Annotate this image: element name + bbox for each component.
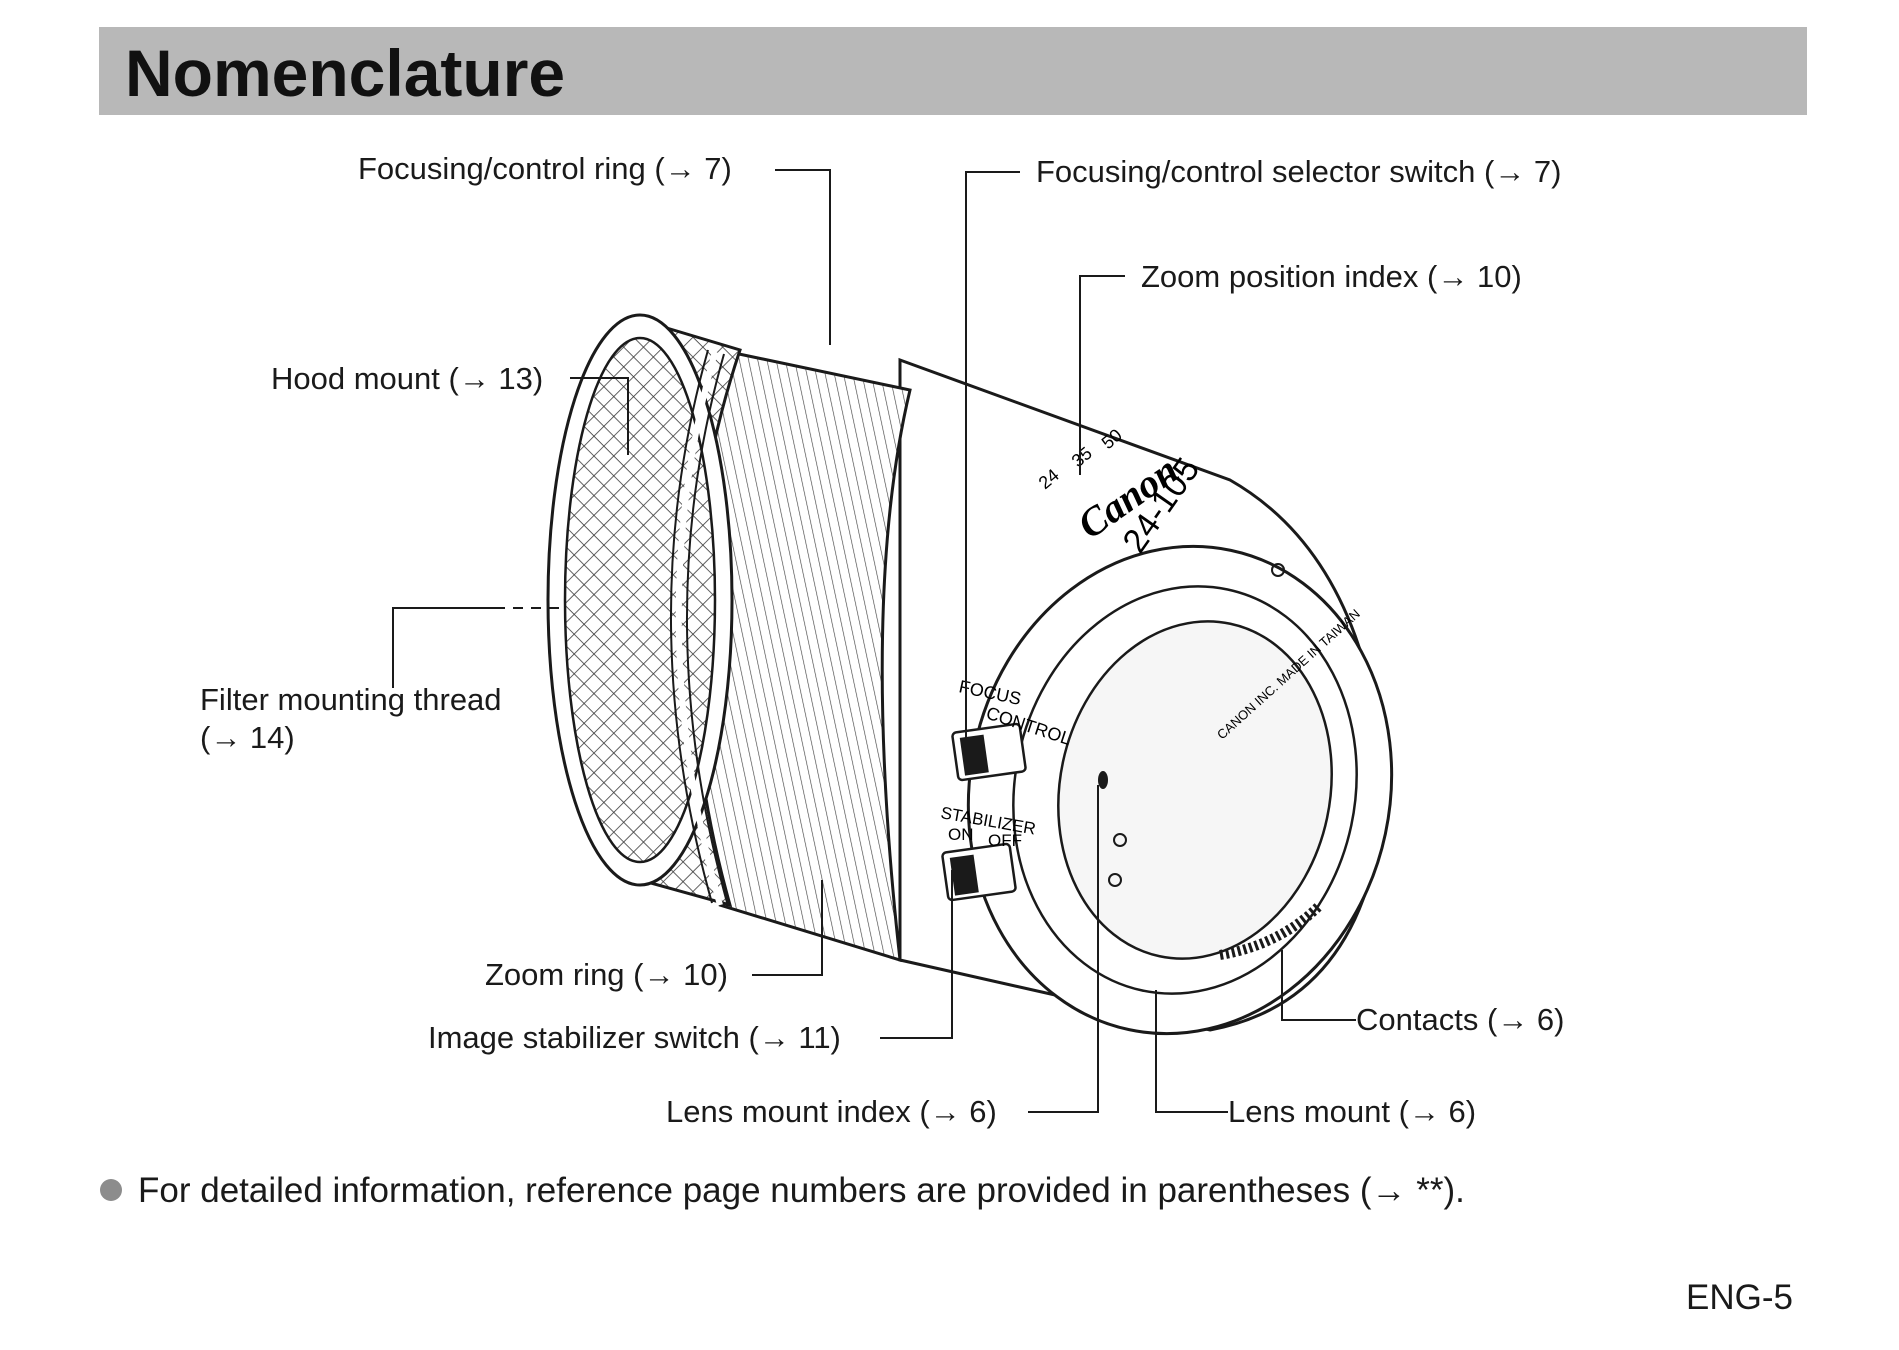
label-contacts: Contacts (→ 6) — [1356, 1002, 1565, 1037]
on-marking: ON — [948, 825, 974, 844]
leader-stabilizer-switch — [880, 870, 953, 1039]
leader-filter-thread — [392, 607, 495, 688]
leader-lines — [392, 169, 1356, 1113]
label-zoom-ring: Zoom ring (→ 10) — [485, 957, 728, 992]
focus-control-switch — [951, 722, 1027, 782]
label-selector-switch: Focusing/control selector switch (→ 7) — [1036, 154, 1562, 189]
reference-note-text: For detailed information, reference page… — [138, 1171, 1465, 1210]
leader-lens-mount — [1155, 990, 1228, 1113]
contacts-strip — [1219, 901, 1324, 960]
label-lens-mount-index: Lens mount index (→ 6) — [666, 1094, 997, 1129]
lens-mount-flange — [966, 544, 1394, 1036]
page-number: ENG-5 — [1686, 1278, 1793, 1317]
leader-lens-mount-index — [1028, 785, 1099, 1113]
leader-contacts — [1281, 950, 1356, 1021]
lens-mount-index-dot — [1098, 771, 1108, 789]
label-filter-thread-line1: Filter mounting thread — [200, 682, 502, 717]
page-title: Nomenclature — [125, 36, 566, 110]
leader-selector-switch — [965, 171, 1020, 760]
leader-zoom-ring — [752, 880, 823, 976]
label-lens-mount: Lens mount (→ 6) — [1228, 1094, 1477, 1129]
label-hood-mount: Hood mount (→ 13) — [271, 361, 544, 396]
label-focusing-ring: Focusing/control ring (→ 7) — [358, 151, 732, 186]
leader-hood-mount — [570, 377, 629, 455]
bullet-icon — [100, 1178, 122, 1201]
title-bar: Nomenclature — [99, 27, 1807, 115]
leader-focusing-ring — [775, 169, 831, 345]
reference-note: For detailed information, reference page… — [100, 1170, 1465, 1212]
off-marking: OFF — [988, 831, 1022, 850]
label-filter-thread-line2: (→ 14) — [200, 720, 295, 755]
stabilizer-switch — [941, 842, 1017, 902]
leader-zoom-index — [1079, 275, 1125, 475]
label-stabilizer-switch: Image stabilizer switch (→ 11) — [428, 1020, 841, 1055]
label-zoom-index: Zoom position index (→ 10) — [1141, 259, 1522, 294]
